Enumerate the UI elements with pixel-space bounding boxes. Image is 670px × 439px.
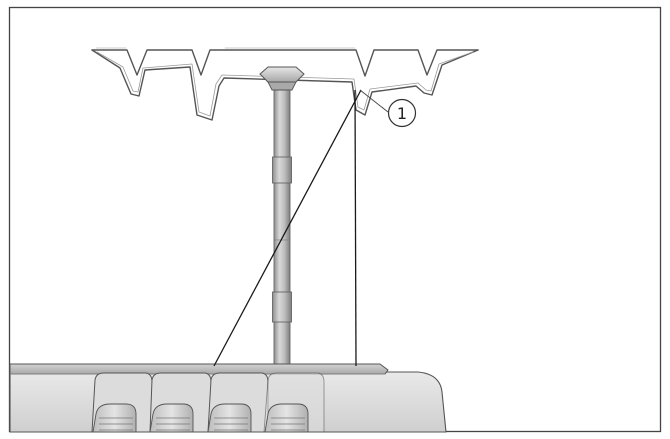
thread-stand-rod — [272, 85, 292, 365]
rod-cap — [259, 66, 305, 91]
callout-1: 1 — [359, 89, 417, 128]
callout-number: 1 — [397, 104, 407, 123]
thread-guide-wire — [91, 47, 479, 121]
thread-diagonal — [213, 89, 362, 367]
thread-vertical — [354, 89, 357, 367]
threads — [213, 89, 362, 367]
tension-dials — [92, 403, 309, 433]
